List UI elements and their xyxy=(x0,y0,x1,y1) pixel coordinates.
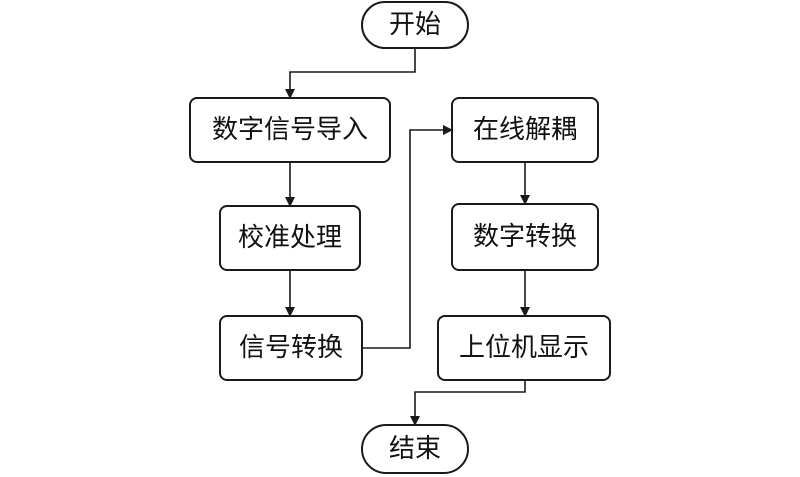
edge-start-to-import xyxy=(285,48,416,99)
calibrate-label: 校准处理 xyxy=(238,223,342,253)
connectors xyxy=(285,48,530,426)
node-start: 开始 xyxy=(361,1,469,49)
node-digital-convert: 数字转换 xyxy=(451,203,599,271)
node-display: 上位机显示 xyxy=(437,315,611,381)
node-end: 结束 xyxy=(361,424,469,474)
edge-signal-convert-to-decouple xyxy=(362,125,453,349)
node-import: 数字信号导入 xyxy=(189,97,391,163)
display-process-box xyxy=(437,315,611,381)
edge-display-to-end xyxy=(410,380,526,426)
end-terminal-shape xyxy=(361,424,469,474)
signal-convert-process-box xyxy=(219,315,363,381)
display-label: 上位机显示 xyxy=(459,333,589,363)
digital-convert-label: 数字转换 xyxy=(473,222,577,252)
digital-convert-process-box xyxy=(451,203,599,271)
decouple-process-box xyxy=(451,97,599,163)
import-process-box xyxy=(189,97,391,163)
node-signal-convert: 信号转换 xyxy=(219,315,363,381)
import-label: 数字信号导入 xyxy=(212,115,368,145)
end-label: 结束 xyxy=(389,434,441,464)
node-calibrate: 校准处理 xyxy=(219,205,361,271)
start-terminal-shape xyxy=(361,1,469,49)
signal-convert-label: 信号转换 xyxy=(239,333,343,363)
decouple-label: 在线解耦 xyxy=(473,115,577,145)
start-label: 开始 xyxy=(389,10,441,40)
calibrate-process-box xyxy=(219,205,361,271)
node-decouple: 在线解耦 xyxy=(451,97,599,163)
